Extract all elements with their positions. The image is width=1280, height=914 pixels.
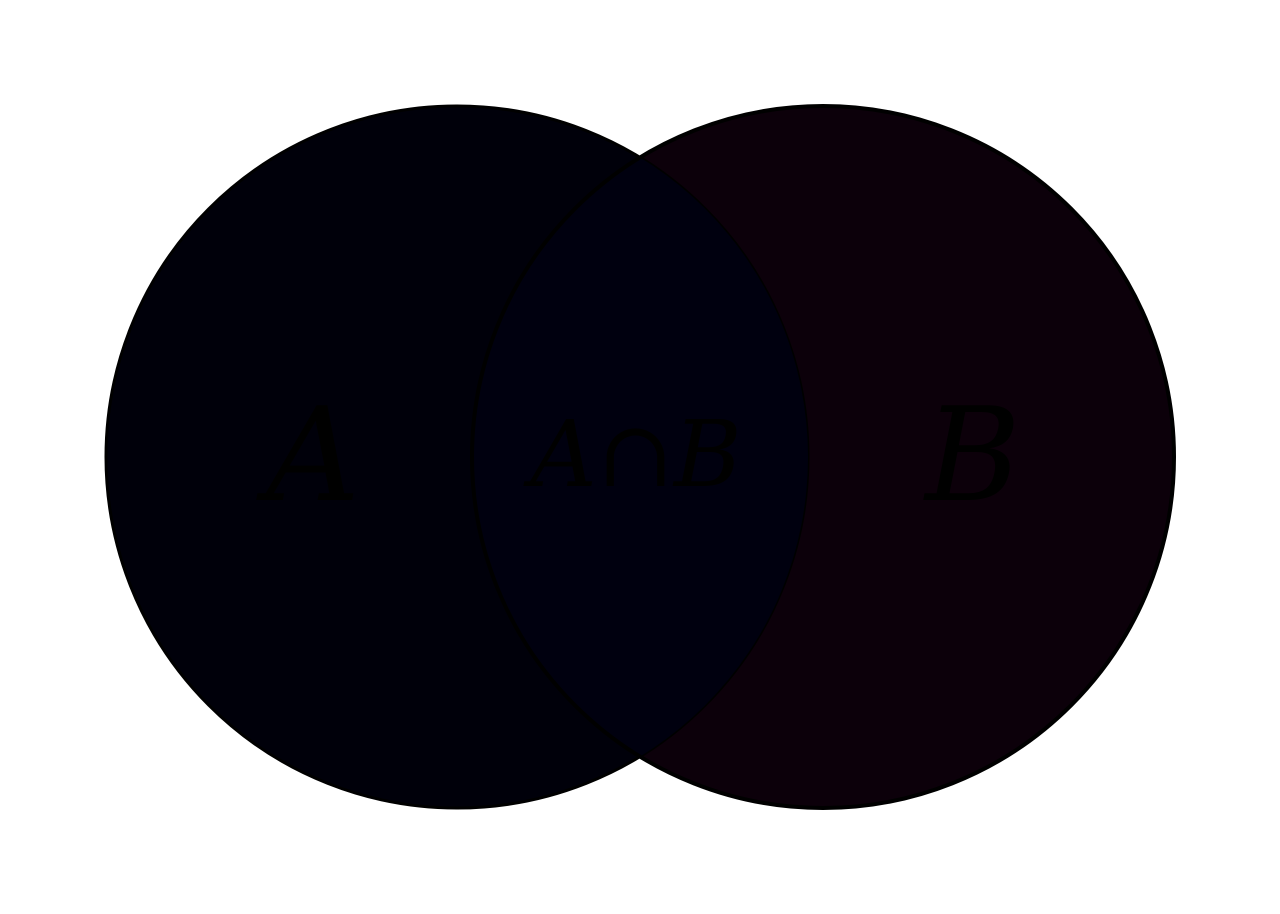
set-b-label: B — [923, 379, 1021, 531]
intersection-region — [472, 106, 808, 808]
set-b-outline — [470, 106, 808, 808]
intersection-label: A∩B — [522, 401, 741, 508]
set-a-label: A — [256, 379, 360, 531]
